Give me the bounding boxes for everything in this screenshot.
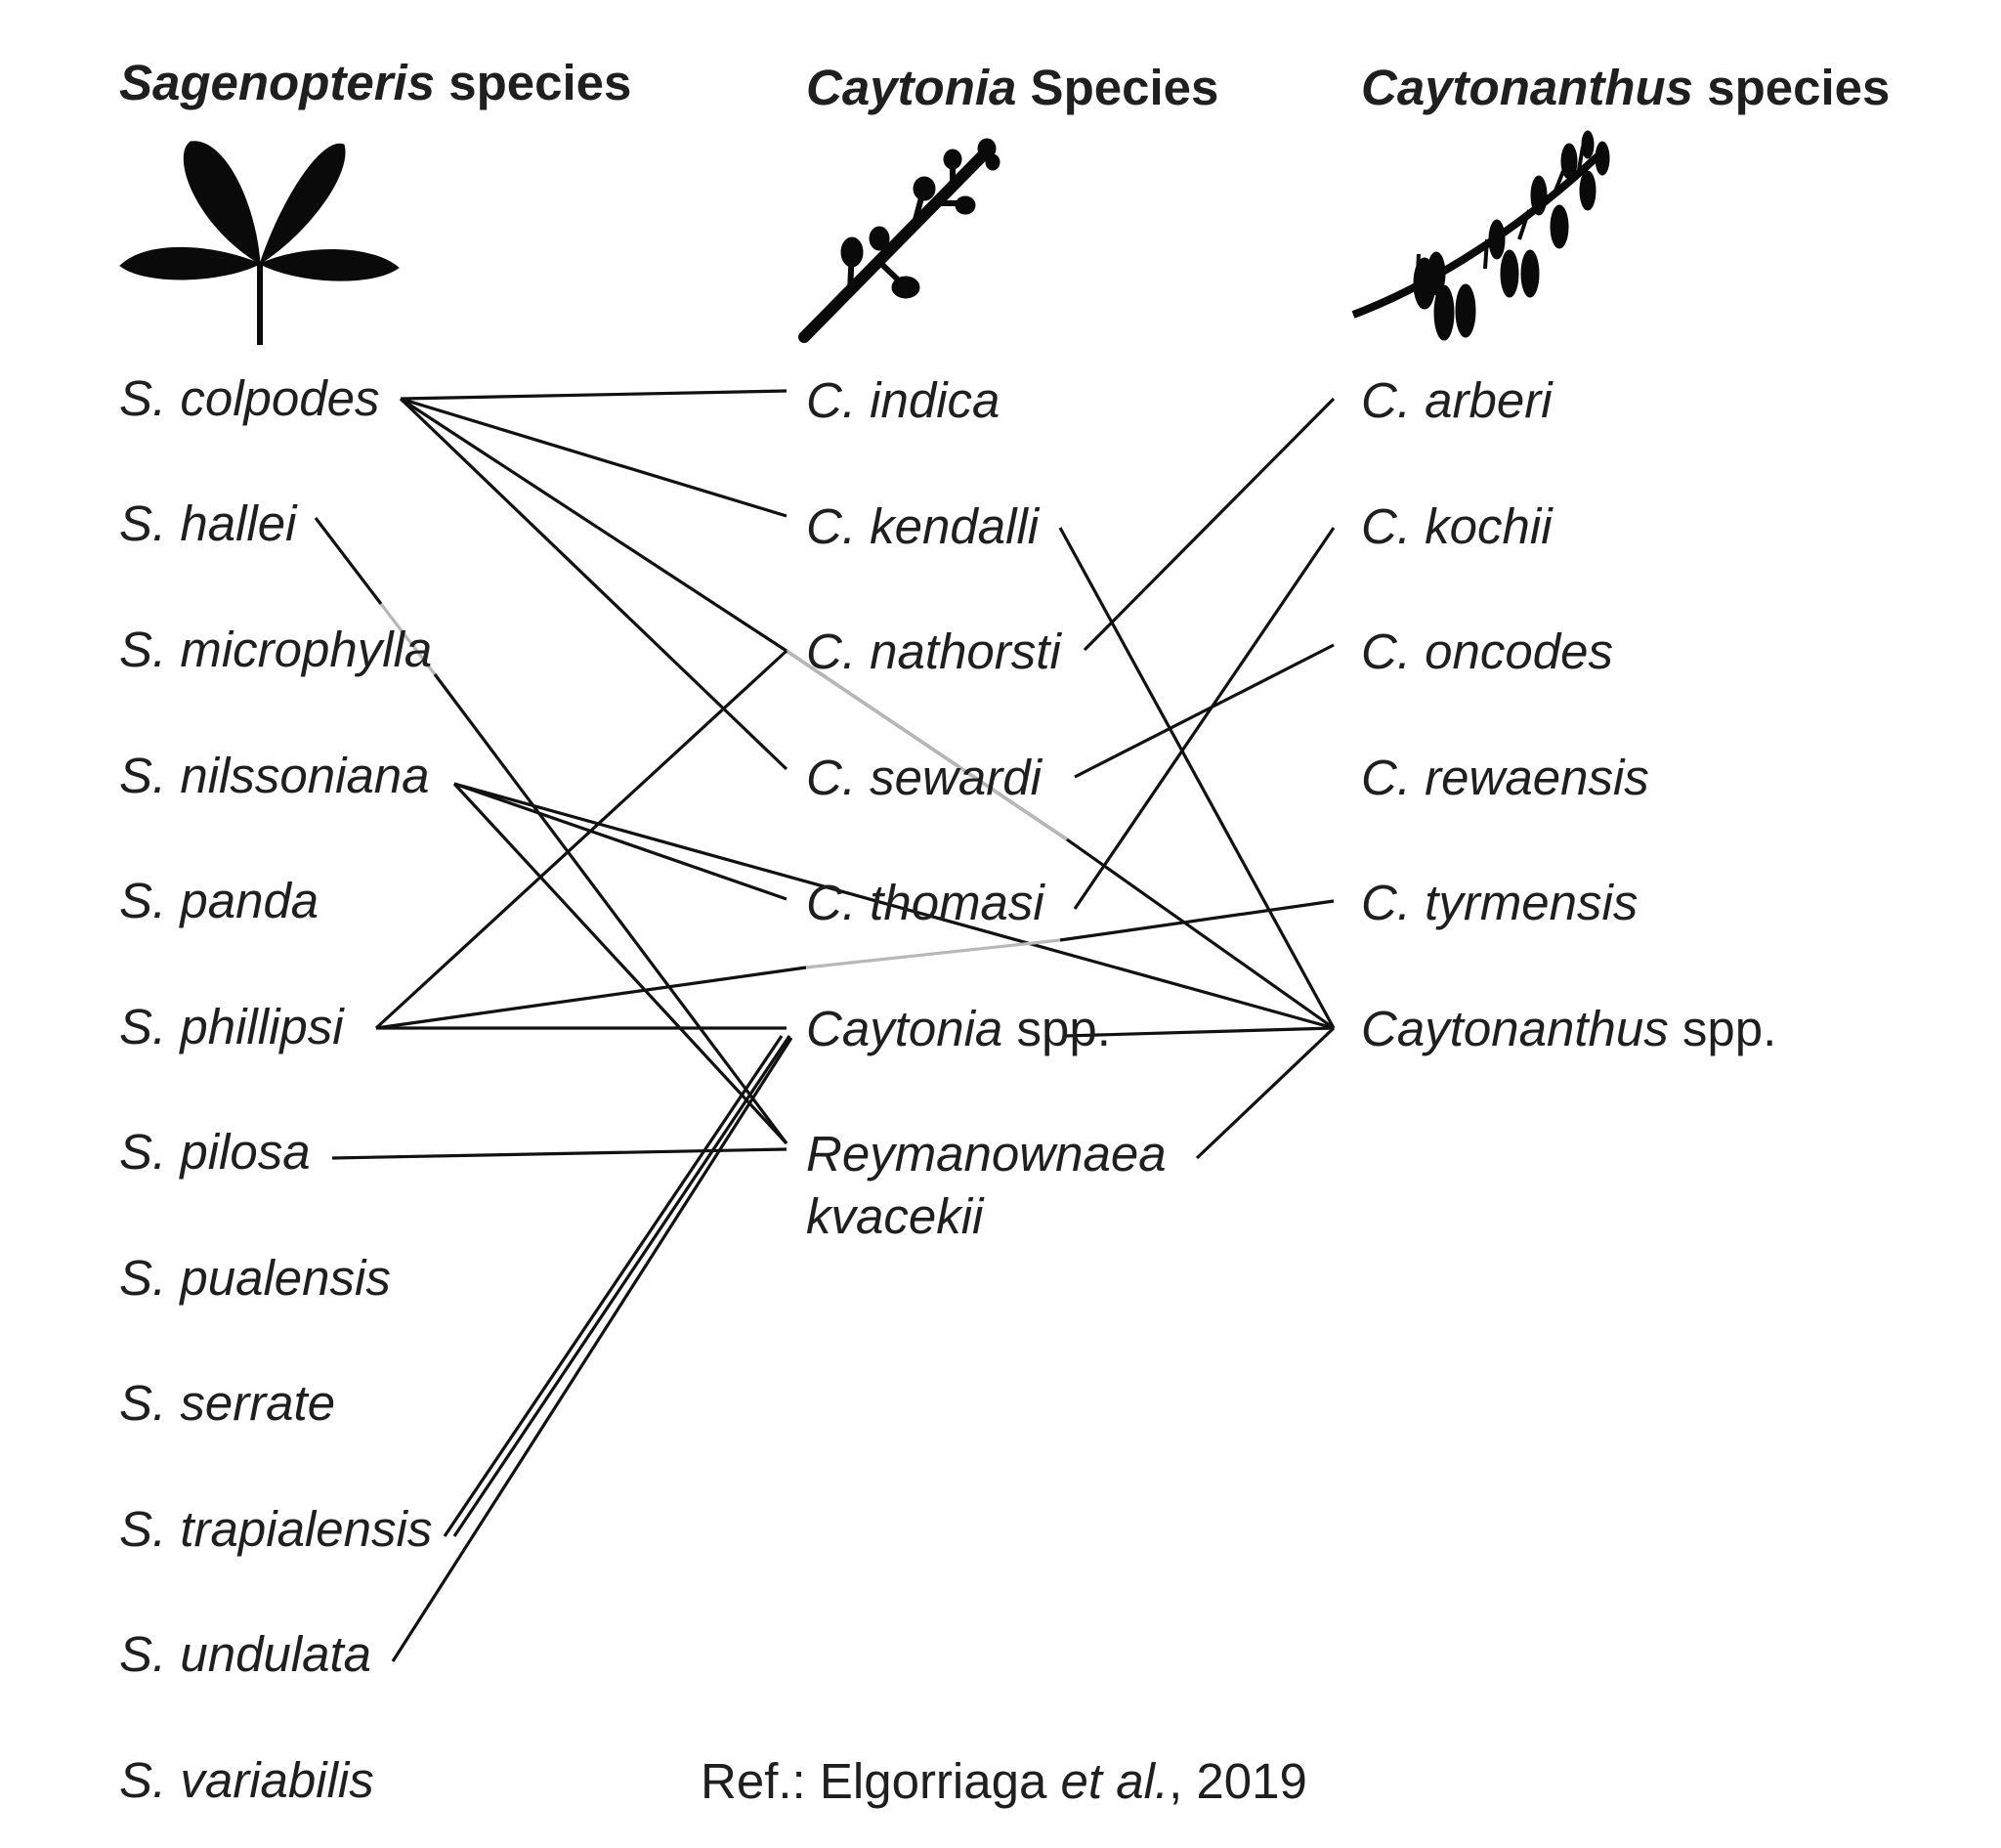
caytonanthus-spp-genus: Caytonanthus xyxy=(1361,1001,1669,1056)
sagenopteris-item-microphylla: S. microphylla xyxy=(119,622,433,677)
caytonanthus-header: Caytonanthus species xyxy=(1361,59,1890,116)
caytonanthus-item-arberi: C. arberi xyxy=(1361,372,1553,428)
sagenopteris-item-nilssoniana: S. nilssoniana xyxy=(119,748,430,803)
sagenopteris-item-trapialensis: S. trapialensis xyxy=(119,1501,433,1557)
caytonia-header-suffix: Species xyxy=(1016,60,1219,115)
caytonanthus-item-kochii: C. kochii xyxy=(1361,498,1553,554)
reymanownaea-line2: kvacekii xyxy=(806,1188,984,1244)
connection-lines xyxy=(314,389,1336,1662)
caytonia-header-genus: Caytonia xyxy=(806,60,1017,115)
caytonanthus-item-tyrmensis: C. tyrmensis xyxy=(1361,875,1639,930)
caytonia-item-spp: Caytonia spp. xyxy=(806,998,1111,1060)
reymanownaea-item: Reymanownaea kvacekii xyxy=(806,1123,1167,1248)
caytonia-spp-suffix: spp. xyxy=(1002,1001,1111,1056)
sagenopteris-header-suffix: species xyxy=(435,55,632,110)
caytonanthus-header-genus: Caytonanthus xyxy=(1361,60,1694,115)
caytonia-branch-icon xyxy=(798,138,1000,343)
reference-suffix: , 2019 xyxy=(1169,1753,1307,1809)
sagenopteris-item-undulata: S. undulata xyxy=(119,1626,372,1682)
caytonia-item-indica: C. indica xyxy=(806,372,1000,428)
sagenopteris-header: Sagenopteris species xyxy=(119,54,631,111)
caytonia-item-sewardi: C. sewardi xyxy=(806,750,1042,805)
reference-italic: et al. xyxy=(1060,1753,1170,1809)
caytonanthus-item-rewaensis: C. rewaensis xyxy=(1361,750,1649,805)
caytonia-item-thomasi: C. thomasi xyxy=(806,875,1044,930)
caytonanthus-item-spp: Caytonanthus spp. xyxy=(1361,998,1776,1060)
reymanownaea-line1: Reymanownaea xyxy=(806,1126,1167,1182)
caytonia-item-nathorsti: C. nathorsti xyxy=(806,623,1061,679)
sagenopteris-item-pilosa: S. pilosa xyxy=(119,1124,311,1180)
reference-citation: Ref.: Elgorriaga et al., 2019 xyxy=(701,1752,1307,1810)
sagenopteris-item-pualensis: S. pualensis xyxy=(119,1250,391,1306)
caytonia-header: Caytonia Species xyxy=(806,59,1218,116)
sagenopteris-item-panda: S. panda xyxy=(119,873,319,928)
sagenopteris-item-variabilis: S. variabilis xyxy=(119,1752,374,1808)
sagenopteris-item-hallei: S. hallei xyxy=(119,495,297,551)
sagenopteris-item-serrate: S. serrate xyxy=(119,1375,336,1431)
caytonia-spp-genus: Caytonia xyxy=(806,1001,1003,1056)
caytonanthus-item-oncodes: C. oncodes xyxy=(1361,623,1613,679)
reference-prefix: Ref.: Elgorriaga xyxy=(701,1753,1061,1809)
caytonanthus-spp-suffix: spp. xyxy=(1668,1001,1777,1056)
caytonanthus-branch-icon xyxy=(1351,130,1610,341)
caytonia-item-kendalli: C. kendalli xyxy=(806,498,1040,554)
sagenopteris-item-colpodes: S. colpodes xyxy=(119,370,380,426)
sagenopteris-header-genus: Sagenopteris xyxy=(119,55,436,110)
sagenopteris-leaf-icon xyxy=(119,141,400,345)
caytonanthus-header-suffix: species xyxy=(1693,60,1891,115)
sagenopteris-item-phillipsi: S. phillipsi xyxy=(119,999,344,1054)
